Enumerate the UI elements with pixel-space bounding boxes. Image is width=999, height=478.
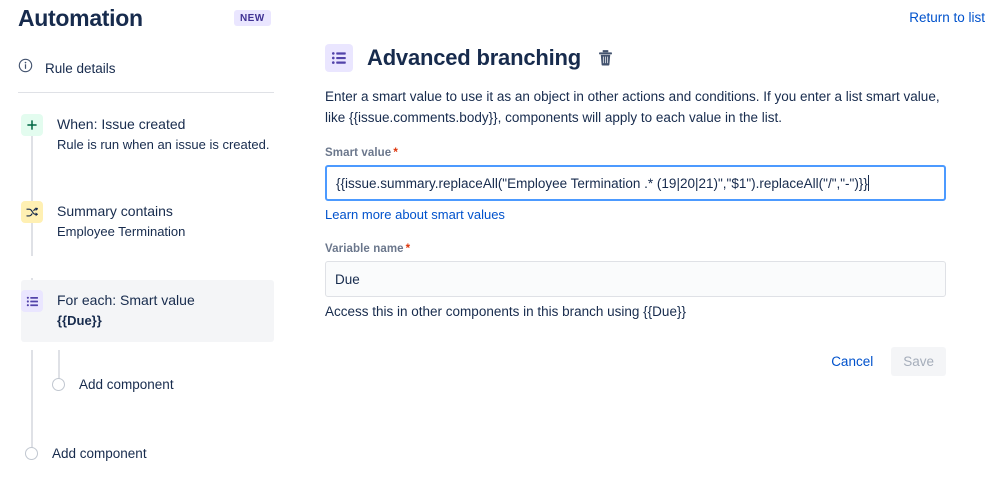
- plus-icon: [21, 114, 43, 136]
- trash-icon[interactable]: [597, 49, 614, 67]
- panel-actions: Cancel Save: [325, 347, 946, 376]
- add-component-root-button[interactable]: Add component: [25, 446, 147, 461]
- rule-node-text: Summary contains Employee Termination: [57, 201, 185, 241]
- branch-list-icon: [325, 44, 353, 72]
- new-badge: NEW: [234, 10, 271, 26]
- panel-title: Advanced branching: [367, 45, 581, 70]
- connector-rail-branch: [58, 350, 60, 390]
- return-to-list-link[interactable]: Return to list: [909, 10, 985, 25]
- add-component-label: Add component: [79, 377, 174, 392]
- rule-node-subtitle: {{Due}}: [57, 313, 102, 328]
- rule-node-title: When: Issue created: [57, 116, 186, 132]
- smart-value-input-text: {{issue.summary.replaceAll("Employee Ter…: [336, 175, 868, 191]
- info-circle-icon: [18, 58, 33, 78]
- smart-value-label: Smart value*: [325, 147, 975, 159]
- rule-node-condition[interactable]: Summary contains Employee Termination: [21, 201, 185, 241]
- rule-node-trigger[interactable]: When: Issue created Rule is run when an …: [21, 114, 269, 154]
- advanced-branching-panel: Advanced branching Enter a smart value t…: [325, 44, 975, 376]
- page-title: Automation: [18, 5, 143, 31]
- variable-name-label: Variable name*: [325, 243, 975, 255]
- rule-node-title: For each: Smart value: [57, 292, 195, 308]
- rule-sidebar: Rule details When: Issue created Rule is…: [0, 44, 300, 478]
- connector-rail-main-lower: [31, 350, 33, 456]
- rule-node-subtitle: Employee Termination: [57, 224, 186, 239]
- circle-icon: [52, 378, 65, 391]
- sidebar-item-label: Rule details: [45, 60, 116, 76]
- shuffle-icon: [21, 201, 43, 223]
- top-bar: Automation NEW Return to list: [0, 0, 999, 40]
- text-caret: [867, 175, 869, 191]
- variable-name-label-text: Variable name: [325, 243, 404, 255]
- required-marker: *: [393, 147, 398, 159]
- sidebar-divider: [18, 92, 274, 93]
- variable-name-input-text: Due: [335, 271, 360, 287]
- smart-value-input[interactable]: {{issue.summary.replaceAll("Employee Ter…: [325, 165, 946, 201]
- add-component-label: Add component: [52, 446, 147, 461]
- variable-name-input[interactable]: Due: [325, 261, 946, 297]
- cancel-button[interactable]: Cancel: [819, 347, 885, 376]
- rule-node-title: Summary contains: [57, 203, 173, 219]
- branch-list-icon: [21, 290, 43, 312]
- sidebar-item-rule-details[interactable]: Rule details: [18, 58, 116, 78]
- connector-rail-main-upper: [31, 134, 33, 256]
- smart-value-label-text: Smart value: [325, 147, 392, 159]
- add-component-branch-button[interactable]: Add component: [52, 377, 174, 392]
- panel-description: Enter a smart value to use it as an obje…: [325, 89, 940, 125]
- save-button[interactable]: Save: [891, 347, 946, 376]
- rule-node-for-each-branch[interactable]: For each: Smart value {{Due}}: [21, 280, 274, 342]
- panel-header: Advanced branching: [325, 44, 975, 72]
- rule-node-text: When: Issue created Rule is run when an …: [57, 114, 269, 154]
- variable-name-helper-text: Access this in other components in this …: [325, 304, 686, 319]
- learn-more-smart-values-link[interactable]: Learn more about smart values: [325, 207, 505, 222]
- rule-node-subtitle: Rule is run when an issue is created.: [57, 137, 270, 152]
- required-marker: *: [405, 243, 411, 255]
- circle-icon: [25, 447, 38, 460]
- rule-node-text: For each: Smart value {{Due}}: [57, 290, 195, 330]
